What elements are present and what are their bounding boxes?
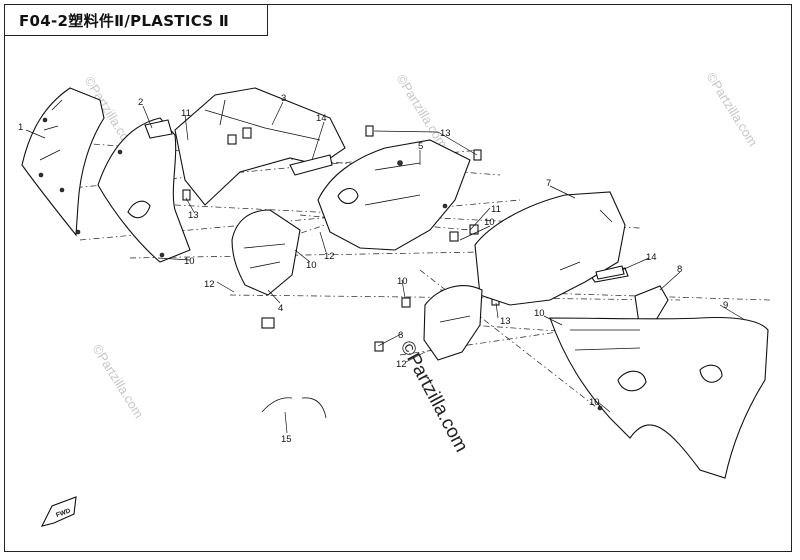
part-2-side-panel — [97, 117, 191, 263]
callout-10: 10 — [397, 276, 408, 287]
fwd-arrow: FWD — [40, 496, 77, 527]
part-3-upper-cover — [174, 87, 346, 206]
part-15-trim-strips — [261, 397, 327, 419]
callout-10: 10 — [184, 256, 195, 267]
part-5-center-panel — [317, 139, 471, 251]
callout-15: 15 — [281, 434, 292, 445]
fwd-label: FWD — [55, 507, 72, 519]
callout-13: 13 — [500, 316, 511, 327]
callout-11: 11 — [491, 204, 501, 215]
drawing-frame — [4, 4, 792, 552]
callout-10: 10 — [589, 397, 600, 408]
callout-9: 9 — [723, 300, 728, 311]
callout-13: 13 — [188, 210, 199, 221]
callout-12: 12 — [204, 279, 215, 290]
callout-13: 13 — [440, 128, 451, 139]
callout-7: 7 — [546, 178, 551, 189]
callout-5: 5 — [418, 141, 423, 152]
callout-1: 1 — [18, 122, 23, 133]
title-box: F04-2塑料件Ⅱ/PLASTICS Ⅱ — [4, 4, 268, 36]
part-9-side-panel — [549, 317, 769, 479]
callout-3: 3 — [281, 93, 286, 104]
callout-14: 14 — [646, 252, 657, 263]
callout-6: 6 — [398, 330, 403, 341]
callout-4: 4 — [278, 303, 283, 314]
callout-12: 12 — [396, 359, 407, 370]
part-7-large-panel — [474, 191, 626, 306]
callout-10: 10 — [306, 260, 317, 271]
part-6-lower-panel — [374, 285, 483, 361]
part-1-front-panel — [21, 87, 105, 237]
callout-11: 11 — [181, 108, 191, 119]
callout-10: 10 — [484, 217, 495, 228]
callout-14: 14 — [316, 113, 327, 124]
callout-12: 12 — [324, 251, 335, 262]
watermark: ©Partzilla.com — [89, 342, 146, 421]
callout-8: 8 — [677, 264, 682, 275]
page-title: F04-2塑料件Ⅱ/PLASTICS Ⅱ — [19, 11, 230, 30]
part-4-inner-shield — [231, 209, 301, 329]
callout-2: 2 — [138, 97, 143, 108]
watermark: ©Partzilla.com — [703, 70, 760, 149]
watermark: ©Partzilla.com — [396, 337, 472, 455]
callouts: 1 2 3 4 5 6 7 8 9 10 10 10 10 10 10 11 1… — [18, 93, 728, 445]
callout-10: 10 — [534, 308, 545, 319]
leader-lines — [25, 101, 746, 434]
